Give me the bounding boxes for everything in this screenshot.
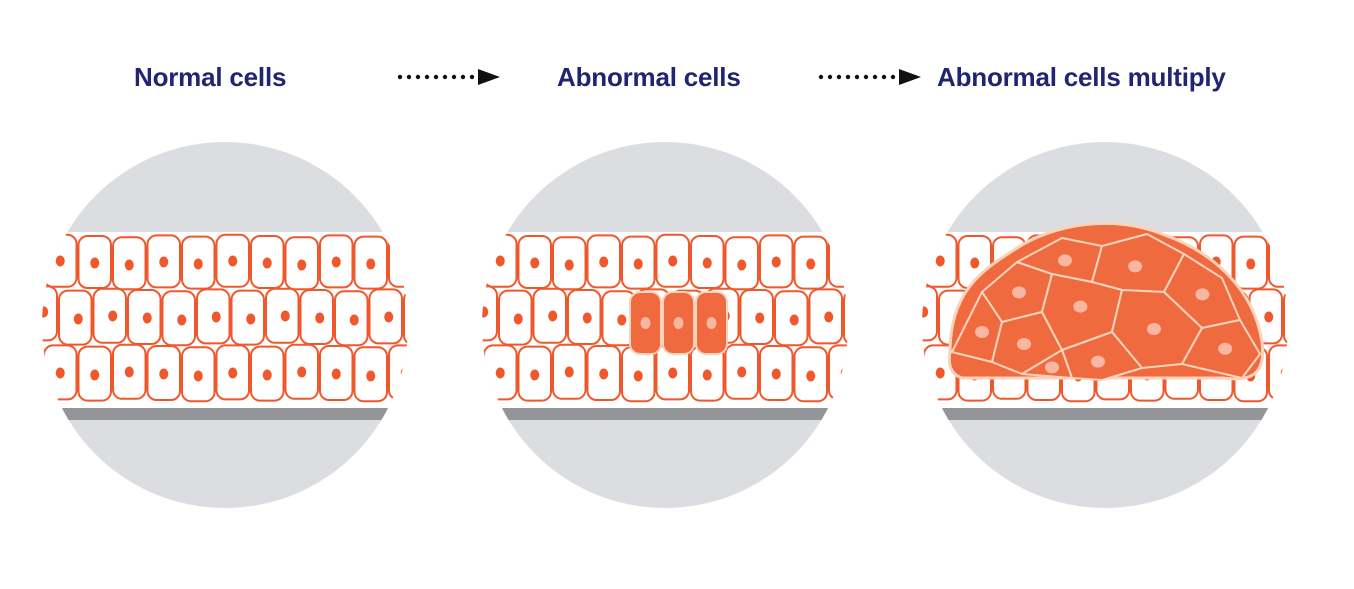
normal-cell (284, 236, 319, 291)
normal-cell (1268, 344, 1288, 401)
normal-cell (586, 345, 621, 401)
abnormal-cell (629, 291, 662, 355)
abnormal-cell (951, 291, 1003, 363)
basement-membrane (922, 406, 1288, 420)
normal-cell (793, 346, 828, 403)
normal-cell (250, 235, 285, 289)
basement-membrane (482, 406, 848, 420)
normal-cell (42, 285, 58, 342)
title-abnormal-cells: Abnormal cells (557, 62, 741, 92)
normal-cell (43, 344, 78, 401)
title-normal-cells: Normal cells (134, 62, 287, 92)
normal-cell (77, 345, 112, 402)
normal-cells-panel (42, 142, 408, 508)
normal-cell (43, 233, 78, 288)
normal-cell (724, 343, 759, 400)
normal-cell (690, 235, 725, 289)
normal-cell (353, 346, 388, 403)
normal-cell (482, 285, 498, 342)
normal-cell (112, 343, 147, 400)
normal-cell (250, 345, 285, 402)
normal-cell (368, 288, 403, 345)
normal-cell (586, 234, 621, 289)
normal-cell (567, 289, 602, 345)
normal-cell (739, 289, 774, 345)
normal-cell (92, 287, 127, 344)
normal-cell (922, 285, 938, 342)
normal-cell (552, 343, 587, 400)
normal-cell (690, 345, 725, 402)
normal-cell (828, 344, 848, 401)
normal-cell (161, 290, 196, 347)
normal-cell (483, 344, 518, 401)
normal-cell (388, 233, 408, 288)
dotted-arrow-icon (818, 69, 921, 85)
normal-cell (483, 233, 518, 288)
normal-cell (112, 236, 147, 291)
normal-cell (1233, 235, 1268, 290)
normal-cell (265, 287, 300, 344)
normal-cell (146, 345, 181, 401)
abnormal-cell (695, 291, 728, 355)
normal-cell (828, 233, 848, 288)
normal-cell (58, 289, 93, 346)
dotted-arrow-icon (397, 69, 500, 85)
normal-cell (127, 289, 162, 345)
normal-cell (532, 287, 567, 344)
normal-cell (146, 234, 181, 289)
normal-cell (655, 233, 690, 288)
normal-cell (181, 235, 216, 290)
normal-cell (655, 344, 690, 401)
abnormal-cell (662, 291, 695, 355)
abnormal-cell (1021, 349, 1073, 379)
normal-cell (319, 234, 354, 289)
normal-cell (334, 290, 369, 347)
abnormal-cells-panel (482, 142, 848, 508)
abnormal-cells-multiply-illustration (922, 142, 1288, 508)
normal-cell (319, 345, 354, 401)
normal-cell (230, 289, 265, 346)
abnormal-cells-illustration (482, 142, 848, 508)
normal-cell (284, 343, 319, 400)
normal-cell (388, 344, 408, 401)
abnormal-cell-mass (947, 221, 1265, 381)
normal-cell (517, 235, 552, 289)
normal-cell (403, 289, 408, 346)
normal-cell (843, 289, 848, 346)
normal-cell (808, 288, 843, 345)
abnormal-cells-multiply-panel (922, 142, 1288, 508)
normal-cell (759, 345, 794, 401)
normal-cell (353, 235, 388, 290)
normal-cell (923, 233, 958, 288)
normal-cell (196, 288, 231, 345)
basement-membrane (42, 406, 408, 420)
title-abnormal-cells-multiply: Abnormal cells multiply (937, 62, 1226, 92)
normal-cell (793, 235, 828, 290)
normal-cell (181, 346, 216, 403)
abnormal-cell (1181, 319, 1261, 379)
abnormal-cell (1061, 331, 1143, 381)
normal-cell (774, 290, 809, 347)
normal-cell (517, 345, 552, 402)
normal-cell (759, 234, 794, 289)
normal-cell (299, 289, 334, 345)
normal-cell (724, 236, 759, 291)
normal-cell (1268, 233, 1288, 288)
normal-cell (552, 236, 587, 291)
normal-cell (1283, 289, 1288, 346)
normal-cells-illustration (42, 142, 408, 508)
normal-cell (621, 235, 656, 290)
normal-cell (498, 289, 533, 346)
normal-cell (621, 346, 656, 403)
normal-cell (215, 233, 250, 288)
normal-cell (215, 344, 250, 401)
normal-cell (77, 235, 112, 289)
